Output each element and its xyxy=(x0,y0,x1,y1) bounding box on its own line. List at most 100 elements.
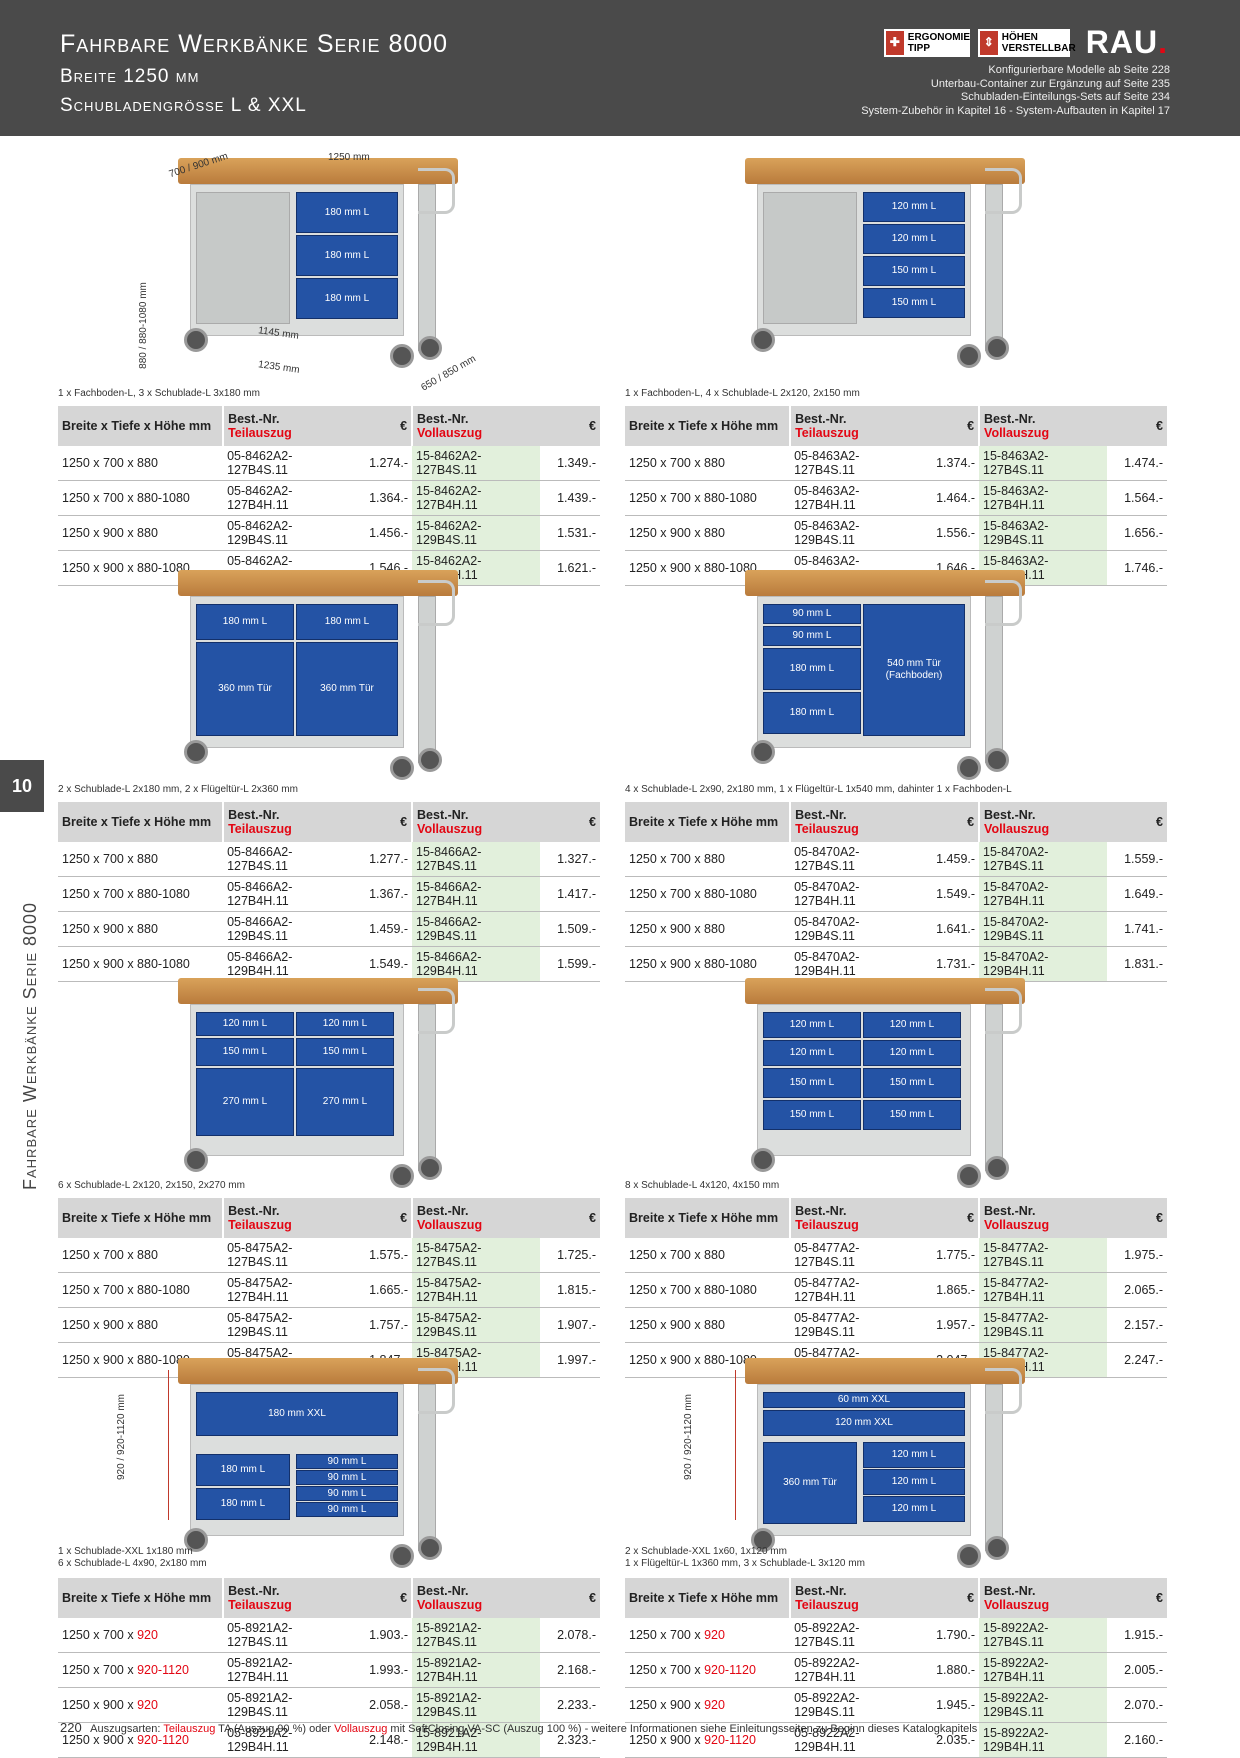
drawer-front[interactable]: 120 mm L xyxy=(196,1012,294,1036)
push-handle[interactable] xyxy=(418,988,455,1034)
hoehenverstellbar-badge: ⇕HÖHEN VERSTELLBAR xyxy=(977,28,1076,57)
drawer-front[interactable]: 120 mm L xyxy=(863,192,965,222)
drawer-front-xxl[interactable]: 60 mm XXL xyxy=(763,1392,965,1408)
drawer-front[interactable]: 120 mm L xyxy=(863,224,965,254)
push-handle[interactable] xyxy=(418,580,455,626)
castor-wheel xyxy=(390,1164,414,1188)
page-subtitle-width: Breite 1250 mm xyxy=(60,66,200,87)
dim-height-label: 920 / 920-1120 mm xyxy=(683,1394,694,1480)
dim-width-label: 1250 mm xyxy=(328,152,370,163)
drawer-front[interactable]: 120 mm L xyxy=(863,1012,961,1038)
door-front[interactable]: 360 mm Tür xyxy=(296,642,398,736)
drawer-front[interactable]: 150 mm L xyxy=(863,256,965,286)
drawer-front[interactable]: 90 mm L xyxy=(763,604,861,624)
door-front[interactable]: 540 mm Tür (Fachboden) xyxy=(863,604,965,736)
drawer-front-xxl[interactable]: 180 mm XXL xyxy=(196,1392,398,1436)
push-handle[interactable] xyxy=(985,168,1022,214)
drawer-front[interactable]: 180 mm L xyxy=(196,1488,290,1520)
push-handle[interactable] xyxy=(985,1368,1022,1414)
drawer-front[interactable]: 90 mm L xyxy=(296,1454,398,1469)
product-caption: 1 x Fachboden-L, 4 x Schublade-L 2x120, … xyxy=(625,388,860,399)
drawer-front[interactable]: 120 mm L xyxy=(763,1012,861,1038)
drawer-front[interactable]: 120 mm L xyxy=(863,1469,965,1495)
drawer-front[interactable]: 180 mm L xyxy=(196,604,294,640)
ergonomie-icon: ✚ xyxy=(885,30,904,55)
chapter-side-title: Fahrbare Werkbänke Serie 8000 xyxy=(20,901,40,1190)
drawer-front[interactable]: 120 mm L xyxy=(763,1040,861,1066)
drawer-front[interactable]: 150 mm L xyxy=(863,1100,961,1130)
dim-height-label: 920 / 920-1120 mm xyxy=(116,1394,127,1480)
castor-wheel xyxy=(957,756,981,780)
push-handle[interactable] xyxy=(985,988,1022,1034)
product-caption: 2 x Schublade-L 2x180 mm, 2 x Flügeltür-… xyxy=(58,784,298,795)
drawer-front[interactable]: 270 mm L xyxy=(196,1068,294,1136)
height-adjust-icon: ⇕ xyxy=(979,30,998,55)
drawer-front[interactable]: 120 mm L xyxy=(863,1040,961,1066)
drawer-front[interactable]: 180 mm L xyxy=(296,278,398,319)
page-footer: 220 Auszugsarten: Teilauszug TA (Auszug … xyxy=(60,1720,978,1735)
header-notes: Konfigurierbare Modelle ab Seite 228 Unt… xyxy=(861,64,1170,117)
door-front[interactable]: 360 mm Tür xyxy=(196,642,294,736)
castor-wheel xyxy=(985,1156,1009,1180)
drawer-front[interactable]: 90 mm L xyxy=(296,1470,398,1485)
drawer-front[interactable]: 150 mm L xyxy=(863,1068,961,1098)
castor-wheel xyxy=(390,1544,414,1568)
drawer-front[interactable]: 90 mm L xyxy=(296,1486,398,1501)
drawer-front[interactable]: 180 mm L xyxy=(296,235,398,276)
drawer-front[interactable]: 180 mm L xyxy=(196,1454,290,1486)
drawer-front[interactable]: 120 mm L xyxy=(863,1496,965,1522)
drawer-front[interactable]: 180 mm L xyxy=(296,192,398,233)
rau-logo: RAU. xyxy=(1085,24,1168,60)
wooden-worktop xyxy=(178,1358,458,1384)
drawer-front[interactable]: 270 mm L xyxy=(296,1068,394,1136)
product-caption: 1 x Fachboden-L, 3 x Schublade-L 3x180 m… xyxy=(58,388,260,399)
push-handle[interactable] xyxy=(418,168,455,214)
drawer-front[interactable]: 150 mm L xyxy=(196,1038,294,1066)
height-dimension-line xyxy=(168,1370,169,1520)
drawer-front[interactable]: 90 mm L xyxy=(763,626,861,646)
drawer-front[interactable]: 150 mm L xyxy=(763,1100,861,1130)
drawer-front[interactable]: 150 mm L xyxy=(763,1068,861,1098)
castor-wheel xyxy=(751,1148,775,1172)
drawer-front[interactable]: 180 mm L xyxy=(763,692,861,734)
dim-height-label: 880 / 880-1080 mm xyxy=(137,282,149,369)
castor-wheel xyxy=(184,328,208,352)
drawer-front[interactable]: 120 mm L xyxy=(296,1012,394,1036)
wooden-worktop xyxy=(745,158,1025,184)
castor-wheel xyxy=(418,336,442,360)
drawer-front[interactable]: 150 mm L xyxy=(296,1038,394,1066)
push-handle[interactable] xyxy=(418,1368,455,1414)
door-front[interactable]: 360 mm Tür xyxy=(763,1442,857,1524)
drawer-front[interactable]: 180 mm L xyxy=(296,604,398,640)
push-handle[interactable] xyxy=(985,580,1022,626)
open-shelf-compartment xyxy=(196,192,290,324)
drawer-front-xxl[interactable]: 120 mm XXL xyxy=(763,1410,965,1436)
drawer-front[interactable]: 180 mm L xyxy=(763,648,861,690)
drawer-front[interactable]: 90 mm L xyxy=(296,1502,398,1517)
drawer-front[interactable]: 150 mm L xyxy=(863,288,965,318)
drawer-front[interactable]: 120 mm L xyxy=(863,1442,965,1468)
open-shelf-compartment xyxy=(763,192,857,324)
